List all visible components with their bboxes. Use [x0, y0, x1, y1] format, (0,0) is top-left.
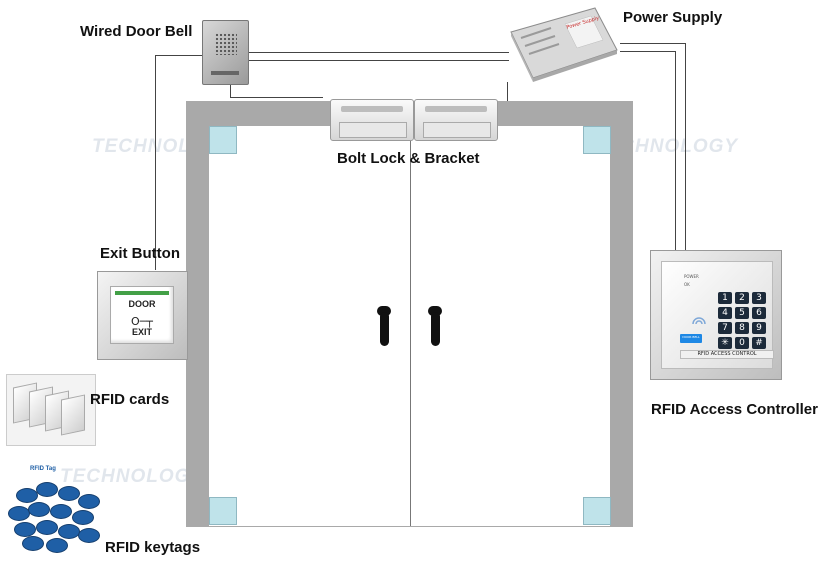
bolt-lock-right [414, 99, 498, 141]
bell-badge [211, 71, 239, 75]
keytag [22, 536, 44, 551]
door-handle-top [428, 306, 442, 316]
wire [675, 51, 676, 251]
keypad-key: 0 [735, 337, 749, 349]
label-rfid-keytags: RFID keytags [105, 539, 201, 556]
wire [247, 60, 509, 61]
exit-button-face: DOOR O─┬ EXIT [110, 286, 174, 344]
keypad-key: 9 [752, 322, 766, 334]
keytag [72, 510, 94, 525]
wire [247, 52, 509, 53]
keytag [78, 494, 100, 509]
keytag [58, 486, 80, 501]
key-icon: O─┬ [131, 315, 153, 328]
wire [620, 43, 685, 44]
lock-bracket [423, 122, 491, 138]
wire [230, 97, 323, 98]
right-door-handle [431, 312, 440, 346]
keypad-key: 5 [735, 307, 749, 319]
speaker-grille [215, 33, 237, 55]
watermark-text: TECHNOLOGY [60, 466, 205, 487]
keypad-key: 2 [735, 292, 749, 304]
label-door-bell: Wired Door Bell [80, 23, 193, 40]
rfid-cards-icon [6, 374, 96, 446]
wire [620, 51, 675, 52]
exit-button-door-text: DOOR [128, 299, 156, 309]
lock-slot [425, 106, 487, 112]
door-bell-icon [202, 20, 249, 85]
rfid-card [61, 394, 85, 436]
exit-green-bar [115, 291, 169, 295]
label-power-supply: Power Supply [623, 9, 723, 26]
lock-slot [341, 106, 403, 112]
label-rfid-controller: RFID Access Controller [651, 401, 818, 418]
keypad-key: 7 [718, 322, 732, 334]
controller-brand-strip: RFID ACCESS CONTROL [680, 350, 774, 359]
wire [155, 55, 156, 270]
keytag [46, 538, 68, 553]
wire [230, 84, 231, 98]
controller-face: POWER OK DOOR BELL 1 2 3 4 5 6 7 8 9 ✳ 0… [661, 261, 774, 369]
bolt-lock-left [330, 99, 414, 141]
keytag [28, 502, 50, 517]
door-bell-button [680, 334, 702, 343]
keytag [14, 522, 36, 537]
exit-button-exit-text: EXIT [131, 327, 152, 337]
keypad-key: # [752, 337, 766, 349]
rfid-keytags-icon [2, 464, 102, 556]
keypad-key: 6 [752, 307, 766, 319]
exit-button-icon: DOOR O─┬ EXIT [97, 271, 188, 360]
keytag-product-label: RFID Tag [30, 466, 56, 472]
keypad-key: ✳ [718, 337, 732, 349]
frame-corner [209, 497, 237, 525]
wire [685, 43, 686, 251]
wire [507, 82, 508, 102]
rfid-controller-icon: POWER OK DOOR BELL 1 2 3 4 5 6 7 8 9 ✳ 0… [650, 250, 782, 380]
frame-corner [583, 126, 611, 154]
door-opening [209, 126, 610, 526]
label-rfid-cards: RFID cards [90, 391, 170, 408]
power-supply-icon [510, 7, 618, 82]
keytag [36, 520, 58, 535]
keytag [36, 482, 58, 497]
frame-corner [209, 126, 237, 154]
keypad-key: 4 [718, 307, 732, 319]
keytag [8, 506, 30, 521]
ok-led-label: OK [684, 282, 690, 287]
power-led-label: POWER [684, 274, 699, 279]
keypad-key: 8 [735, 322, 749, 334]
keytag [78, 528, 100, 543]
door-handle-top [377, 306, 391, 316]
rfid-wave-icon [692, 317, 706, 325]
lock-bracket [339, 122, 407, 138]
keytag [50, 504, 72, 519]
label-bolt-lock: Bolt Lock & Bracket [337, 150, 480, 167]
wire [155, 55, 203, 56]
keypad-key: 1 [718, 292, 732, 304]
door-split-line [410, 126, 411, 526]
frame-corner [583, 497, 611, 525]
keytag [16, 488, 38, 503]
left-door-handle [380, 312, 389, 346]
door-bell-button-label: DOOR BELL [682, 335, 700, 339]
keytag [58, 524, 80, 539]
keypad-key: 3 [752, 292, 766, 304]
label-exit-button: Exit Button [100, 245, 180, 262]
